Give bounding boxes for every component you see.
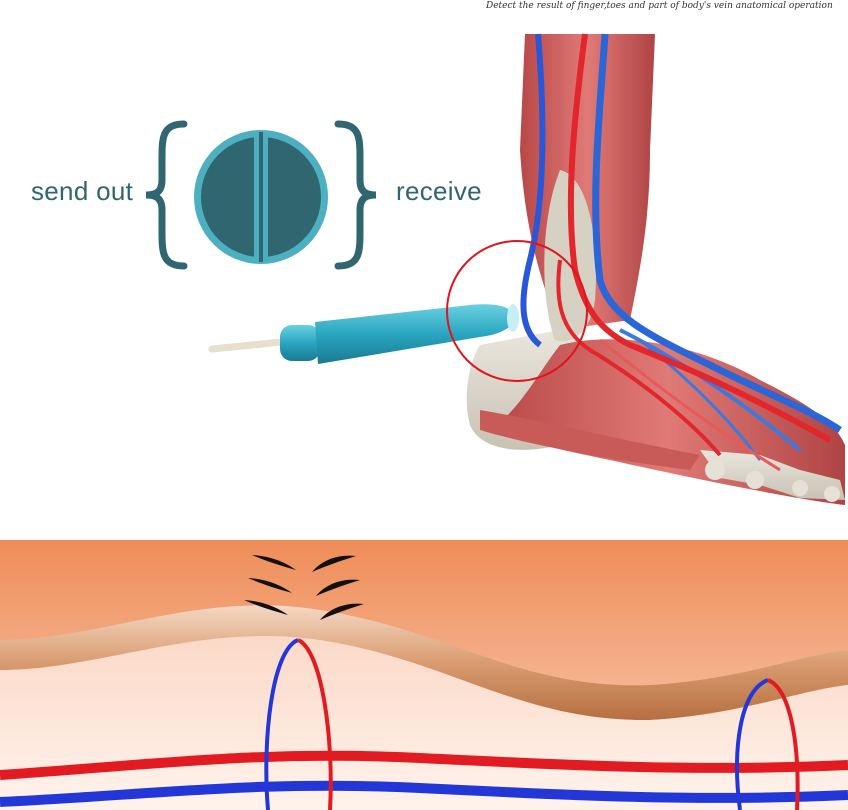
right-brace-icon	[334, 120, 377, 270]
left-brace-icon	[145, 120, 188, 270]
ultrasound-probe	[208, 304, 519, 364]
ultrasound-waves	[244, 555, 364, 620]
foot-anatomy-illustration	[208, 33, 845, 505]
sensor-icon	[194, 130, 328, 264]
highlight-circle	[446, 240, 588, 382]
tissue-cross-section	[0, 540, 848, 810]
send-out-label: send out	[31, 176, 134, 206]
receive-label: receive	[396, 176, 482, 206]
caption-text: Detect the result of finger,toes and par…	[486, 1, 833, 11]
